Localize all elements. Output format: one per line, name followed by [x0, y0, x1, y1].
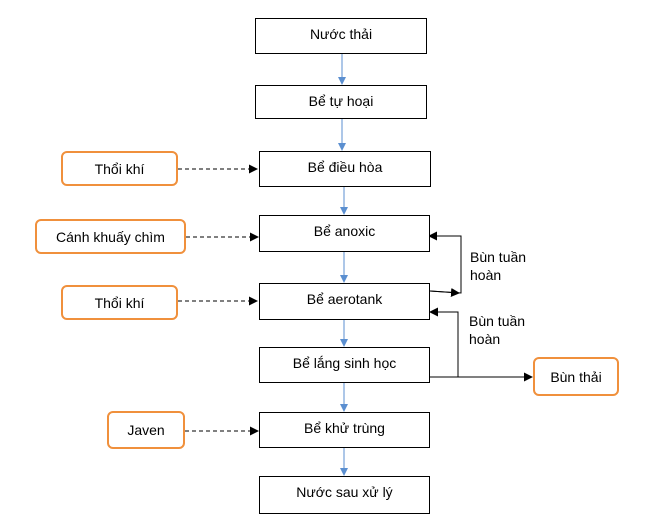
recycle-label-lower-line1: Bùn tuần — [469, 313, 526, 329]
step-septic-tank: Bể tự hoại — [255, 85, 427, 119]
step-wastewater: Nước thải — [255, 18, 427, 54]
step-equalization-tank: Bể điều hòa — [259, 151, 431, 187]
recycle-label-upper-line1: Bùn tuần — [470, 249, 527, 265]
input-submerged-mixer: Cánh khuấy chìm — [35, 219, 186, 254]
recycle-label-upper-line2: hoàn — [470, 267, 502, 283]
input-javen: Javen — [107, 411, 185, 449]
input-aeration-2: Thổi khí — [61, 285, 178, 320]
step-anoxic-tank: Bể anoxic — [259, 215, 430, 252]
step-disinfection-tank: Bể khử trùng — [259, 412, 430, 448]
input-aeration-1: Thổi khí — [61, 151, 178, 186]
recycle-loop-upper-junction — [429, 287, 460, 297]
recycle-label-upper: Bùn tuần hoàn — [470, 248, 526, 284]
step-treated-water: Nước sau xử lý — [259, 476, 430, 514]
recycle-loop-upper — [428, 231, 462, 294]
output-waste-sludge: Bùn thải — [533, 357, 619, 396]
recycle-loop-lower — [429, 307, 459, 378]
recycle-label-lower: Bùn tuần hoàn — [469, 312, 525, 348]
step-aerotank: Bể aerotank — [259, 283, 430, 320]
recycle-label-lower-line2: hoàn — [469, 331, 501, 347]
step-settling-tank: Bể lắng sinh học — [259, 347, 430, 383]
